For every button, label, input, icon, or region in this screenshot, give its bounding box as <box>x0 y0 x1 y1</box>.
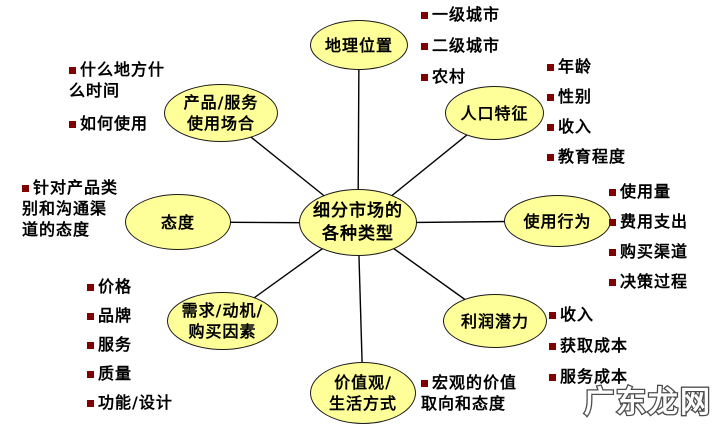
bullet-item: 农村 <box>421 66 500 87</box>
node-values-lifestyle: 价值观/ 生活方式 <box>310 362 416 424</box>
bullet-square-icon <box>421 74 428 81</box>
node-product-service-occasion: 产品/服务 使用场合 <box>164 84 278 142</box>
bullet-square-icon <box>549 374 556 381</box>
bullet-text: 品牌 <box>98 306 133 325</box>
node-usage-behavior: 使用行为 <box>504 195 611 247</box>
bullet-text: 价格 <box>98 277 133 296</box>
bullet-text: 购买渠道 <box>620 242 689 261</box>
bullet-square-icon <box>87 342 94 349</box>
bullet-text: 如何使用 <box>80 114 149 133</box>
bullet-text: 使用量 <box>620 182 672 201</box>
bullet-text: 决策过程 <box>620 272 689 291</box>
bullet-item: 年龄 <box>547 56 626 77</box>
bullet-item: 收入 <box>549 304 628 325</box>
bullet-square-icon <box>609 249 616 256</box>
node-label: 价值观/ 生活方式 <box>328 373 397 413</box>
bullet-square-icon <box>609 279 616 286</box>
bullet-item: 使用量 <box>609 181 688 202</box>
bullet-item: 一级城市 <box>421 4 500 25</box>
node-label: 人口特征 <box>460 103 529 123</box>
node-center-segment-types: 细分市场的 各种类型 <box>299 189 417 256</box>
bullet-square-icon <box>547 64 554 71</box>
bullet-text: 什么地方什 么时间 <box>69 60 166 100</box>
bullet-list-needs: 价格 品牌 服务 质量 功能/设计 <box>87 276 173 413</box>
bullet-text: 获取成本 <box>560 336 629 355</box>
bullet-list-usage: 使用量 费用支出 购买渠道 决策过程 <box>609 181 688 292</box>
bullet-square-icon <box>609 189 616 196</box>
bullet-square-icon <box>421 380 428 387</box>
bullet-square-icon <box>87 400 94 407</box>
bullet-item: 决策过程 <box>609 271 688 292</box>
node-attitude: 态度 <box>125 194 231 250</box>
bullet-item: 二级城市 <box>421 35 500 56</box>
bullet-square-icon <box>609 219 616 226</box>
bullet-square-icon <box>547 124 554 131</box>
bullet-text: 收入 <box>560 305 595 324</box>
bullet-square-icon <box>547 154 554 161</box>
node-label: 态度 <box>160 212 195 232</box>
bullet-item: 针对产品类 别和沟通渠 道的态度 <box>22 177 122 240</box>
bullet-list-demographics: 年龄 性别 收入 教育程度 <box>547 56 626 167</box>
bullet-list-profit: 收入 获取成本 服务成本 <box>549 304 628 387</box>
node-demographics: 人口特征 <box>445 86 544 140</box>
node-label: 利润潜力 <box>460 311 529 331</box>
bullet-item: 宏观的价值 取向和态度 <box>421 372 531 414</box>
watermark-text: 广东龙网 <box>584 385 712 420</box>
bullet-text: 服务 <box>98 335 133 354</box>
bullet-square-icon <box>87 313 94 320</box>
node-label: 需求/动机/ 购买因素 <box>181 301 264 341</box>
node-label: 细分市场的 各种类型 <box>313 200 403 244</box>
bullet-text: 针对产品类 别和沟通渠 道的态度 <box>22 178 119 239</box>
node-label: 使用行为 <box>523 211 592 231</box>
bullet-square-icon <box>87 371 94 378</box>
bullet-item: 服务 <box>87 334 173 355</box>
bullet-text: 收入 <box>558 117 593 136</box>
bullet-text: 费用支出 <box>620 212 689 231</box>
bullet-square-icon <box>549 312 556 319</box>
bullet-item: 教育程度 <box>547 146 626 167</box>
bullet-square-icon <box>547 94 554 101</box>
bullet-text: 服务成本 <box>560 367 629 386</box>
bullet-square-icon <box>421 12 428 19</box>
bullet-item: 如何使用 <box>69 113 169 134</box>
bullet-text: 宏观的价值 取向和态度 <box>421 373 518 413</box>
bullet-item: 什么地方什 么时间 <box>69 59 169 101</box>
bullet-item: 服务成本 <box>549 366 628 387</box>
bullet-item: 性别 <box>547 86 626 107</box>
bullet-list-product: 什么地方什 么时间 如何使用 <box>69 59 169 134</box>
bullet-item: 费用支出 <box>609 211 688 232</box>
node-label: 地理位置 <box>324 35 393 55</box>
watermark: 广东龙网 <box>583 384 712 422</box>
bullet-square-icon <box>69 67 76 74</box>
bullet-text: 教育程度 <box>558 147 627 166</box>
bullet-list-values: 宏观的价值 取向和态度 <box>421 372 531 414</box>
bullet-item: 品牌 <box>87 305 173 326</box>
bullet-text: 性别 <box>558 87 593 106</box>
bullet-square-icon <box>549 343 556 350</box>
bullet-text: 质量 <box>98 364 133 383</box>
node-label: 产品/服务 使用场合 <box>183 93 259 133</box>
bullet-item: 功能/设计 <box>87 392 173 413</box>
bullet-square-icon <box>69 121 76 128</box>
bullet-item: 质量 <box>87 363 173 384</box>
bullet-item: 购买渠道 <box>609 241 688 262</box>
bullet-square-icon <box>421 43 428 50</box>
bullet-text: 农村 <box>432 67 467 86</box>
bullet-text: 一级城市 <box>432 5 501 24</box>
bullet-item: 收入 <box>547 116 626 137</box>
bullet-square-icon <box>87 284 94 291</box>
bullet-list-attitude: 针对产品类 别和沟通渠 道的态度 <box>22 177 122 240</box>
node-profit-potential: 利润潜力 <box>443 294 547 348</box>
node-geographic-location: 地理位置 <box>310 20 408 70</box>
bullet-item: 获取成本 <box>549 335 628 356</box>
bullet-text: 二级城市 <box>432 36 501 55</box>
bullet-square-icon <box>22 185 29 192</box>
node-needs-motivation: 需求/动机/ 购买因素 <box>167 292 278 350</box>
bullet-item: 价格 <box>87 276 173 297</box>
bullet-list-geographic: 一级城市 二级城市 农村 <box>421 4 500 87</box>
bullet-text: 功能/设计 <box>98 393 173 412</box>
bullet-text: 年龄 <box>558 57 593 76</box>
